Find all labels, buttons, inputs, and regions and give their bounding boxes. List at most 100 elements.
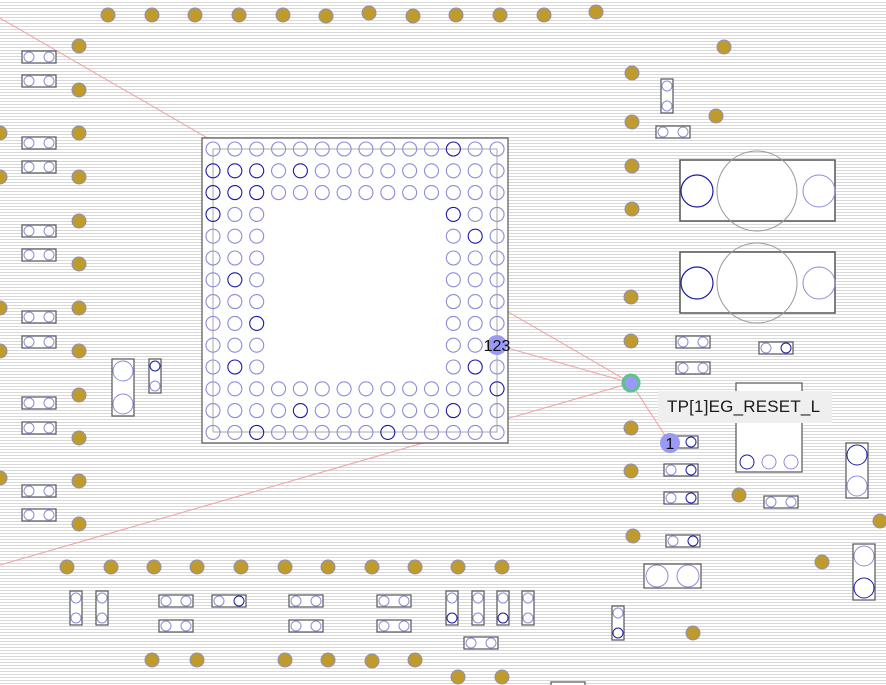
via[interactable] [450, 669, 466, 685]
via[interactable] [0, 125, 8, 141]
via[interactable] [536, 7, 552, 23]
component-outline[interactable] [463, 636, 499, 650]
component-outline[interactable] [655, 125, 691, 139]
via[interactable] [231, 7, 247, 23]
via[interactable] [731, 487, 747, 503]
component-outline[interactable] [21, 335, 57, 349]
component-outline[interactable] [758, 341, 794, 355]
via[interactable] [624, 201, 640, 217]
via[interactable] [872, 513, 886, 529]
component-outline[interactable] [675, 335, 711, 349]
via[interactable] [623, 463, 639, 479]
via[interactable] [189, 559, 205, 575]
via[interactable] [71, 343, 87, 359]
via[interactable] [623, 333, 639, 349]
component-outline[interactable] [211, 594, 247, 608]
via[interactable] [814, 554, 830, 570]
pin-marker-1-dot[interactable] [660, 433, 680, 453]
component-outline[interactable] [21, 248, 57, 262]
via[interactable] [716, 39, 732, 55]
component-outline[interactable] [521, 590, 535, 626]
component-outline[interactable] [675, 361, 711, 375]
bga-outline[interactable] [201, 137, 509, 444]
component-outline[interactable] [21, 508, 57, 522]
component-outline[interactable] [763, 495, 799, 509]
via[interactable] [623, 289, 639, 305]
connector-outline[interactable] [679, 251, 836, 314]
via[interactable] [623, 420, 639, 436]
component-outline[interactable] [376, 594, 412, 608]
via[interactable] [624, 65, 640, 81]
connector-outline[interactable] [679, 159, 836, 222]
component-outline[interactable] [445, 590, 459, 626]
via[interactable] [318, 8, 334, 24]
component-outline[interactable] [21, 74, 57, 88]
via[interactable] [71, 473, 87, 489]
via[interactable] [708, 108, 724, 124]
component-outline[interactable] [665, 534, 701, 548]
component-outline[interactable] [845, 442, 869, 499]
component-outline[interactable] [21, 224, 57, 238]
via[interactable] [71, 38, 87, 54]
via[interactable] [71, 300, 87, 316]
component-outline[interactable] [21, 136, 57, 150]
via[interactable] [320, 652, 336, 668]
via[interactable] [189, 652, 205, 668]
via[interactable] [71, 213, 87, 229]
component-outline[interactable] [148, 358, 162, 394]
via[interactable] [277, 652, 293, 668]
via[interactable] [146, 559, 162, 575]
via[interactable] [277, 559, 293, 575]
component-outline[interactable] [471, 590, 485, 626]
via[interactable] [448, 7, 464, 23]
component-outline[interactable] [288, 619, 324, 633]
via[interactable] [407, 559, 423, 575]
via[interactable] [144, 7, 160, 23]
via[interactable] [0, 470, 8, 486]
via[interactable] [494, 669, 510, 685]
component-outline[interactable] [158, 594, 194, 608]
component-outline[interactable] [643, 563, 702, 589]
component-outline[interactable] [21, 396, 57, 410]
via[interactable] [59, 559, 75, 575]
via[interactable] [624, 114, 640, 130]
via[interactable] [320, 559, 336, 575]
via[interactable] [0, 343, 8, 359]
via[interactable] [71, 82, 87, 98]
component-outline[interactable] [611, 605, 625, 641]
component-outline[interactable] [496, 590, 510, 626]
via[interactable] [625, 528, 641, 544]
via[interactable] [624, 158, 640, 174]
component-outline[interactable] [21, 160, 57, 174]
component-outline[interactable] [69, 590, 83, 626]
component-outline[interactable] [660, 78, 674, 114]
component-outline[interactable] [95, 590, 109, 626]
via[interactable] [71, 387, 87, 403]
via[interactable] [275, 7, 291, 23]
via[interactable] [144, 652, 160, 668]
component-outline[interactable] [111, 358, 135, 417]
via[interactable] [361, 5, 377, 21]
component-outline[interactable] [550, 681, 586, 685]
pin-marker-123-dot[interactable] [487, 335, 507, 355]
component-outline[interactable] [21, 310, 57, 324]
component-outline[interactable] [663, 463, 699, 477]
via[interactable] [71, 430, 87, 446]
component-outline[interactable] [852, 543, 876, 601]
via[interactable] [364, 559, 380, 575]
component-outline[interactable] [21, 50, 57, 64]
component-outline[interactable] [21, 421, 57, 435]
component-outline[interactable] [158, 619, 194, 633]
via[interactable] [71, 125, 87, 141]
via[interactable] [103, 559, 119, 575]
via[interactable] [492, 7, 508, 23]
via[interactable] [0, 169, 8, 185]
via[interactable] [450, 559, 466, 575]
component-outline[interactable] [376, 619, 412, 633]
via[interactable] [588, 4, 604, 20]
selected-pad[interactable] [621, 373, 641, 393]
via[interactable] [685, 625, 701, 641]
via[interactable] [71, 516, 87, 532]
component-outline[interactable] [663, 491, 699, 505]
